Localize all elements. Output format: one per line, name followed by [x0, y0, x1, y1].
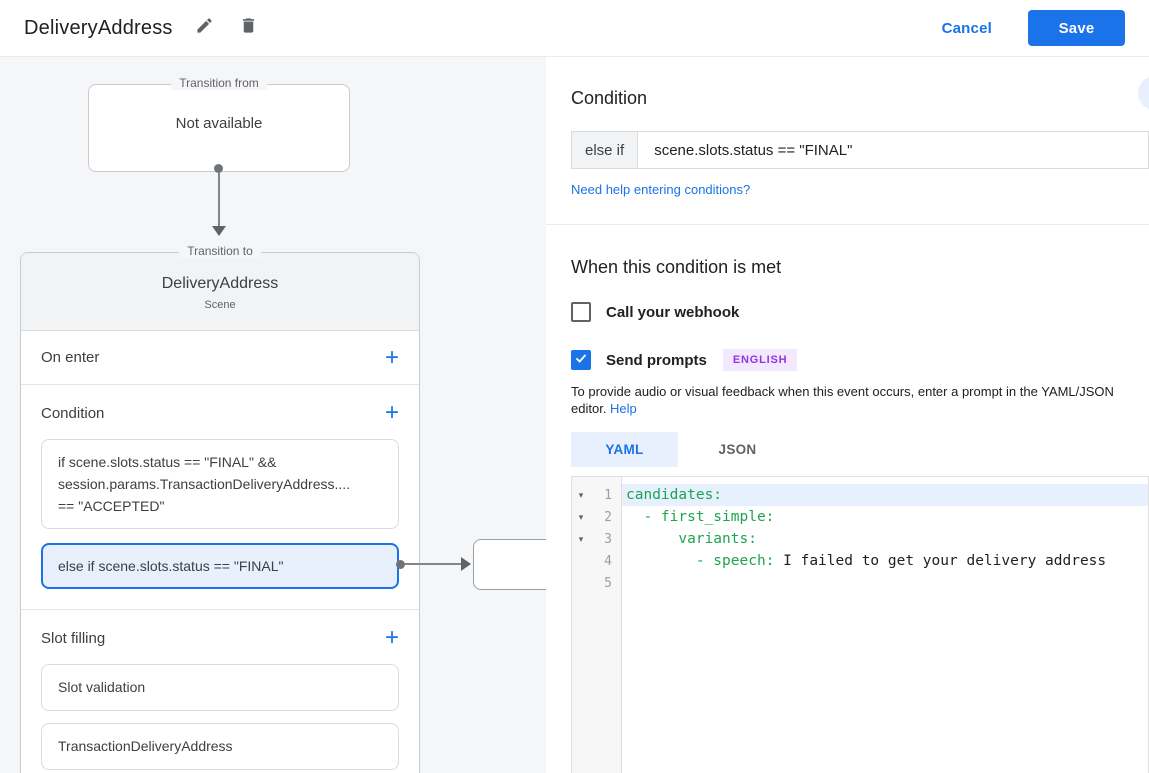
scene-type: Scene: [204, 299, 236, 311]
yaml-key: candidates:: [626, 487, 723, 503]
editor-code-area[interactable]: candidates: - first_simple: variants: - …: [622, 477, 1148, 773]
when-condition-met-title: When this condition is met: [571, 257, 782, 277]
tab-json[interactable]: JSON: [718, 442, 757, 457]
line-number: 2: [604, 509, 612, 525]
yaml-key: variants:: [626, 531, 757, 547]
line-number: 5: [604, 575, 612, 591]
transition-to-label: Transition to: [179, 244, 261, 258]
connector-dot: [214, 164, 223, 173]
trash-icon: [239, 16, 258, 40]
add-slot-icon[interactable]: +: [384, 624, 399, 651]
call-webhook-row: Call your webhook: [571, 302, 1149, 322]
page-title: DeliveryAddress: [24, 16, 173, 39]
scene-card: Transition to DeliveryAddress Scene On e…: [20, 244, 420, 773]
transition-from-box[interactable]: Transition from Not available: [88, 76, 350, 172]
add-condition-icon[interactable]: +: [384, 399, 399, 426]
fold-toggle-icon[interactable]: ▾: [578, 533, 584, 544]
condition-section: Condition + if scene.slots.status == "FI…: [21, 385, 419, 610]
connector-dot: [396, 560, 405, 569]
code-line[interactable]: - speech: I failed to get your delivery …: [622, 550, 1148, 572]
on-enter-section[interactable]: On enter +: [21, 331, 419, 385]
scene-diagram-canvas: Transition from Not available Transition…: [0, 57, 546, 773]
arrow-right-icon: [461, 557, 471, 571]
fold-toggle-icon[interactable]: ▾: [578, 489, 584, 500]
language-badge: ENGLISH: [722, 349, 798, 371]
panel-title: Condition: [571, 88, 648, 108]
code-line[interactable]: variants:: [622, 528, 1148, 550]
add-on-enter-icon[interactable]: +: [384, 343, 399, 371]
pencil-icon: [195, 16, 214, 40]
slot-filling-section: Slot filling + Slot validation Transacti…: [21, 610, 419, 773]
yaml-key: - first_simple:: [626, 509, 775, 525]
slot-item-transaction-delivery-address[interactable]: TransactionDeliveryAddress: [41, 723, 399, 770]
cancel-button[interactable]: Cancel: [941, 19, 992, 37]
condition-item-else-if-selected[interactable]: else if scene.slots.status == "FINAL": [41, 543, 399, 589]
condition-prefix-label: else if: [572, 132, 639, 168]
conditions-help-link[interactable]: Need help entering conditions?: [571, 182, 751, 197]
send-prompts-row: Send prompts ENGLISH: [571, 349, 1149, 371]
help-link[interactable]: Help: [610, 401, 637, 416]
line-number: 1: [604, 487, 612, 503]
call-webhook-checkbox[interactable]: [571, 302, 591, 322]
yaml-key: - speech:: [626, 553, 775, 569]
connector-line-vertical: [218, 172, 220, 226]
transition-target-box[interactable]: [473, 539, 546, 590]
slot-item-validation[interactable]: Slot validation: [41, 664, 399, 711]
send-prompts-label: Send prompts: [606, 351, 707, 369]
code-line[interactable]: [622, 572, 1148, 594]
main-layout: Transition from Not available Transition…: [0, 57, 1149, 773]
chevron-right-icon: [1144, 80, 1149, 107]
yaml-code-editor[interactable]: ▾ 1 ▾ 2 ▾ 3 4 5: [571, 476, 1149, 773]
top-bar: DeliveryAddress Cancel Save: [0, 0, 1149, 57]
line-number: 3: [604, 531, 612, 547]
code-line[interactable]: candidates:: [622, 484, 1148, 506]
editor-format-tabs: YAML JSON: [571, 432, 1149, 467]
connector-line-horizontal: [404, 563, 462, 565]
code-line[interactable]: - first_simple:: [622, 506, 1148, 528]
editor-gutter: ▾ 1 ▾ 2 ▾ 3 4 5: [572, 477, 622, 773]
condition-section-label: Condition: [41, 404, 105, 422]
transition-from-content: Not available: [175, 115, 263, 132]
line-number: 4: [604, 553, 612, 569]
save-button[interactable]: Save: [1028, 10, 1125, 46]
arrow-down-icon: [212, 226, 226, 236]
on-enter-label: On enter: [41, 349, 100, 366]
scene-name: DeliveryAddress: [161, 275, 279, 292]
yaml-value: I failed to get your delivery address: [774, 553, 1107, 569]
call-webhook-label: Call your webhook: [606, 303, 740, 321]
slot-filling-label: Slot filling: [41, 629, 106, 647]
fold-toggle-icon[interactable]: ▾: [578, 511, 584, 522]
condition-detail-panel: Condition else if scene.slots.status == …: [546, 57, 1149, 773]
prompt-helper-text: To provide audio or visual feedback when…: [571, 383, 1133, 417]
condition-expression-input[interactable]: else if scene.slots.status == "FINAL": [571, 131, 1149, 169]
helper-text-body: To provide audio or visual feedback when…: [571, 384, 1114, 416]
delete-scene-button[interactable]: [237, 16, 261, 40]
condition-expression-value[interactable]: scene.slots.status == "FINAL": [654, 141, 853, 159]
condition-item-if[interactable]: if scene.slots.status == "FINAL" && sess…: [41, 439, 399, 529]
checkmark-icon: [574, 351, 588, 370]
transition-from-label: Transition from: [171, 76, 267, 90]
edit-scene-button[interactable]: [193, 16, 217, 40]
tab-yaml[interactable]: YAML: [571, 432, 678, 467]
collapse-panel-button[interactable]: [1138, 76, 1149, 110]
panel-divider: [546, 224, 1149, 225]
scene-card-header[interactable]: DeliveryAddress Scene: [21, 253, 419, 331]
send-prompts-checkbox[interactable]: [571, 350, 591, 370]
